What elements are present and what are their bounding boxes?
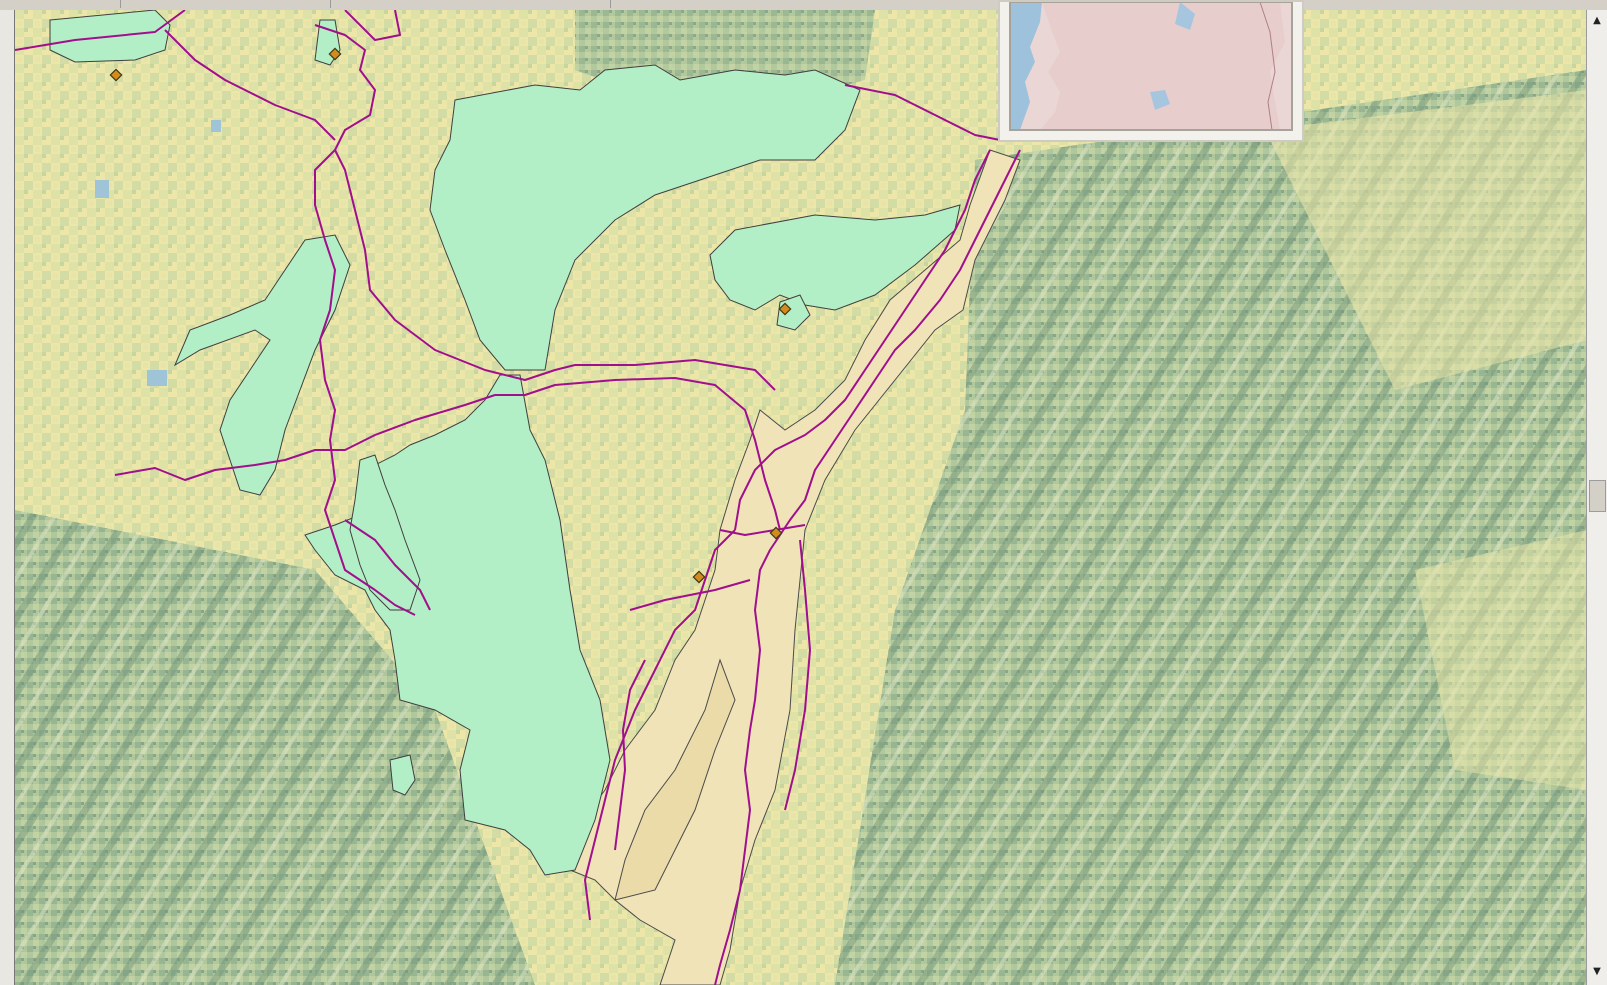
scroll-up-icon[interactable]: ▲ <box>1593 15 1601 26</box>
overview-map[interactable] <box>998 0 1304 142</box>
wetland-polygons[interactable] <box>49 10 961 876</box>
scroll-thumb[interactable] <box>1589 480 1606 512</box>
river-line <box>344 10 401 41</box>
diamond-point-icon <box>692 570 706 584</box>
wetland-area <box>709 204 961 311</box>
map-canvas[interactable] <box>15 10 1587 985</box>
toolbar-segment <box>330 0 611 8</box>
overview-map-canvas[interactable] <box>1000 1 1302 140</box>
small-lake <box>95 180 109 198</box>
diamond-point-icon <box>328 47 342 61</box>
small-lake <box>147 370 167 386</box>
river-line <box>314 24 416 616</box>
map-view[interactable] <box>14 10 1587 985</box>
diamond-point-icon <box>769 526 783 540</box>
overview-lake <box>1150 90 1170 110</box>
river-line <box>164 29 336 141</box>
diamond-point-icon <box>109 68 123 82</box>
point-features[interactable] <box>109 47 792 584</box>
vertical-scrollbar[interactable]: ▲ ▼ <box>1586 10 1607 985</box>
diamond-point-icon <box>778 302 792 316</box>
overview-ocean <box>1010 2 1042 130</box>
river-line <box>614 659 646 851</box>
small-lake <box>211 120 221 132</box>
river-line <box>114 377 781 531</box>
river-line <box>344 519 431 611</box>
lowland-polygons[interactable] <box>569 149 1021 985</box>
toolbar-segment <box>0 0 121 8</box>
river-line <box>719 524 806 536</box>
river-line <box>15 10 186 51</box>
river-line <box>334 149 776 391</box>
river-line <box>844 84 1001 141</box>
rivers <box>15 10 1021 985</box>
scroll-down-icon[interactable]: ▼ <box>1593 966 1601 977</box>
wetland-area <box>389 754 416 796</box>
left-panel-edge <box>0 10 15 985</box>
river-line <box>734 149 991 531</box>
toolbar-segment <box>120 0 331 8</box>
wetland-area <box>429 64 861 371</box>
river-line <box>629 579 751 611</box>
river-line <box>784 539 811 811</box>
river-line <box>584 529 736 921</box>
overview-lake <box>1175 2 1195 30</box>
